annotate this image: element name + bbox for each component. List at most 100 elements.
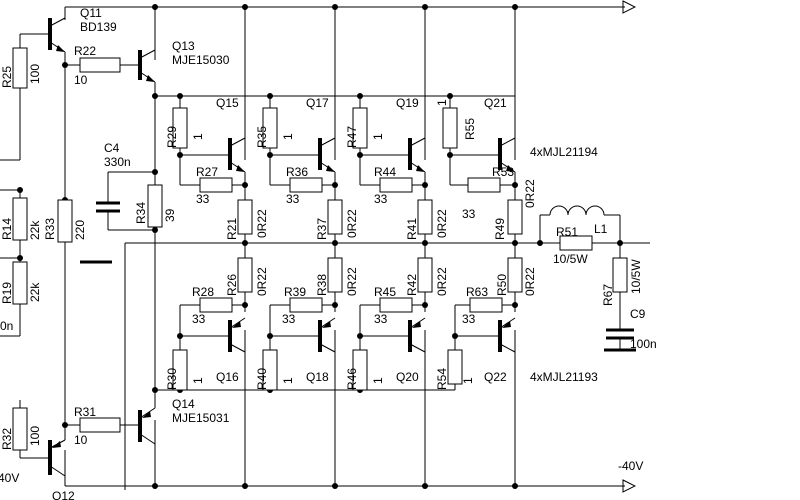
lower-stage-3 bbox=[352, 243, 433, 486]
r38-label: R38 bbox=[315, 274, 329, 296]
r31-value: 10 bbox=[74, 433, 88, 447]
q11-label: Q11 bbox=[80, 6, 102, 20]
resistor-r33 bbox=[57, 199, 73, 243]
r35-value: 1 bbox=[281, 133, 295, 140]
r55-label: R55 bbox=[463, 118, 477, 140]
c4-label: C4 bbox=[104, 141, 120, 155]
q12-label-fragment: Q12 bbox=[52, 489, 75, 500]
r46-value: 1 bbox=[371, 377, 385, 384]
r41-label: R41 bbox=[405, 218, 419, 240]
q22-label: Q22 bbox=[484, 370, 507, 384]
r34-value: 39 bbox=[163, 208, 177, 222]
l1-label: L1 bbox=[594, 222, 608, 236]
r41-value: 0R22 bbox=[435, 209, 449, 238]
r30-value: 1 bbox=[191, 377, 205, 384]
resistor-r36 bbox=[289, 177, 323, 193]
resistor-r41 bbox=[417, 199, 433, 235]
r28-label: R28 bbox=[192, 285, 214, 299]
r35-label: R35 bbox=[255, 126, 269, 148]
r67-label: R67 bbox=[601, 284, 615, 306]
pnp-count-label: 4xMJL21193 bbox=[530, 370, 598, 384]
r33-value: 220 bbox=[73, 220, 87, 240]
r29-value: 1 bbox=[191, 133, 205, 140]
resistor-r21 bbox=[237, 199, 253, 235]
output-network bbox=[539, 205, 636, 352]
resistor-r34 bbox=[147, 184, 163, 228]
r38-value: 0R22 bbox=[345, 267, 359, 296]
r14-value: 22k bbox=[28, 220, 42, 240]
r33-label: R33 bbox=[43, 218, 57, 240]
resistor-r19 bbox=[12, 261, 28, 305]
r21-label: R21 bbox=[225, 218, 239, 240]
r53-value: 33 bbox=[462, 207, 476, 221]
q16-label: Q16 bbox=[216, 370, 239, 384]
r54-label: R54 bbox=[435, 368, 449, 390]
r40-value: 1 bbox=[281, 377, 295, 384]
resistor-r25 bbox=[12, 47, 28, 89]
r32-value: 100 bbox=[28, 426, 42, 446]
c9-label: C9 bbox=[630, 307, 646, 321]
resistor-r37 bbox=[327, 199, 343, 235]
q13-type: MJE15030 bbox=[172, 53, 230, 67]
rail-drops bbox=[64, 7, 516, 486]
r25-value: 100 bbox=[28, 64, 42, 84]
transistor-q14 bbox=[138, 390, 156, 486]
r54-value: 1 bbox=[461, 377, 475, 384]
positive-rail bbox=[65, 0, 637, 14]
r42-value: 0R22 bbox=[435, 267, 449, 296]
positive-rail-arrow bbox=[622, 0, 637, 14]
q18-label: Q18 bbox=[306, 370, 329, 384]
inductor-l1 bbox=[549, 205, 605, 216]
q15-label: Q15 bbox=[216, 96, 239, 110]
upper-stage-1 bbox=[172, 96, 253, 243]
r37-label: R37 bbox=[315, 218, 329, 240]
r29-label: R29 bbox=[165, 126, 179, 148]
r50-value: 0R22 bbox=[523, 267, 537, 296]
q14-label: Q14 bbox=[172, 397, 195, 411]
negative-rail bbox=[65, 479, 637, 493]
resistor-r27 bbox=[199, 177, 233, 193]
r22-value: 10 bbox=[74, 73, 88, 87]
r25-label: R25 bbox=[0, 66, 14, 88]
resistor-r63 bbox=[469, 297, 503, 313]
resistor-r53 bbox=[467, 177, 501, 193]
q19-label: Q19 bbox=[396, 96, 419, 110]
resistor-r44 bbox=[379, 177, 413, 193]
upper-stage-2 bbox=[262, 96, 343, 243]
transistor-q13 bbox=[138, 49, 156, 96]
resistor-r51 bbox=[559, 235, 593, 251]
r50-label: R50 bbox=[495, 274, 509, 296]
resistor-r42 bbox=[417, 257, 433, 293]
r51-value: 10/5W bbox=[553, 252, 588, 266]
r30-label: R30 bbox=[165, 368, 179, 390]
c9-value: 100n bbox=[630, 337, 657, 351]
r51-label: R51 bbox=[556, 225, 578, 239]
r40-label: R40 bbox=[255, 368, 269, 390]
r44-value: 33 bbox=[374, 192, 388, 206]
r31-label: R31 bbox=[74, 405, 96, 419]
r32-label: R32 bbox=[0, 428, 14, 450]
q14-type: MJE15031 bbox=[172, 411, 230, 425]
npn-count-label: 4xMJL21194 bbox=[530, 145, 598, 159]
r34-label: R34 bbox=[134, 202, 148, 224]
r44-label: R44 bbox=[374, 165, 396, 179]
resistor-r39 bbox=[289, 297, 323, 313]
r28-value: 33 bbox=[192, 312, 206, 326]
left-rail-label: 40V bbox=[0, 471, 19, 485]
r45-label: R45 bbox=[374, 285, 396, 299]
r19-label: R19 bbox=[0, 282, 14, 304]
resistor-r32 bbox=[12, 407, 28, 451]
resistor-r14 bbox=[12, 197, 28, 241]
r49-label: R49 bbox=[493, 218, 507, 240]
r26-label: R26 bbox=[225, 274, 239, 296]
lower-stage-2 bbox=[262, 243, 343, 486]
transistor-q12 bbox=[48, 418, 66, 477]
resistor-r54 bbox=[447, 349, 463, 385]
q11-type: BD139 bbox=[80, 20, 117, 34]
resistor-r22 bbox=[79, 57, 121, 73]
resistor-r50 bbox=[507, 257, 523, 293]
negative-rail-arrow bbox=[622, 479, 637, 493]
resistor-r49 bbox=[507, 199, 523, 235]
resistor-r40 bbox=[262, 349, 278, 391]
